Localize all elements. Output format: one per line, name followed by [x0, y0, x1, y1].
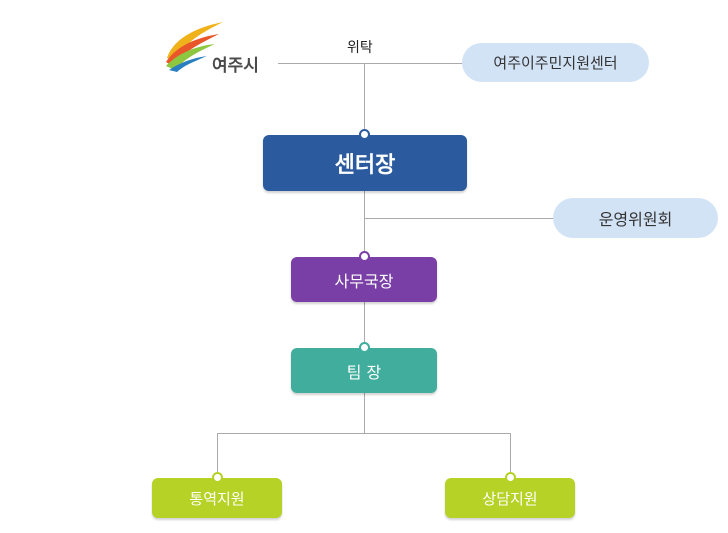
secretary-connector-dot: [359, 251, 370, 262]
director-label: 센터장: [334, 153, 396, 178]
yeoju-logo-icon: [166, 22, 223, 72]
interpretation-support-box: 통역지원: [152, 478, 282, 518]
committee-pill: 운영위원회: [553, 198, 718, 238]
team-lead-connector-dot: [359, 342, 370, 353]
partner-pill: 여주이주민지원센터: [462, 43, 649, 82]
partner-label: 여주이주민지원센터: [493, 54, 618, 72]
secretary-box: 사무국장: [291, 257, 437, 302]
interpretation-support-label: 통역지원: [189, 489, 245, 508]
counseling-connector-dot: [505, 472, 516, 483]
director-box: 센터장: [263, 135, 467, 191]
interpretation-connector-dot: [212, 472, 223, 483]
committee-label: 운영위원회: [598, 210, 673, 229]
relation-label: 위탁: [347, 40, 373, 56]
logo-text: 여주시: [212, 56, 259, 76]
secretary-label: 사무국장: [334, 271, 394, 291]
team-lead-box: 팀 장: [291, 348, 437, 393]
director-connector-dot: [359, 129, 370, 140]
team-lead-label: 팀 장: [346, 362, 382, 382]
counseling-support-label: 상담지원: [482, 489, 538, 508]
counseling-support-box: 상담지원: [445, 478, 575, 518]
